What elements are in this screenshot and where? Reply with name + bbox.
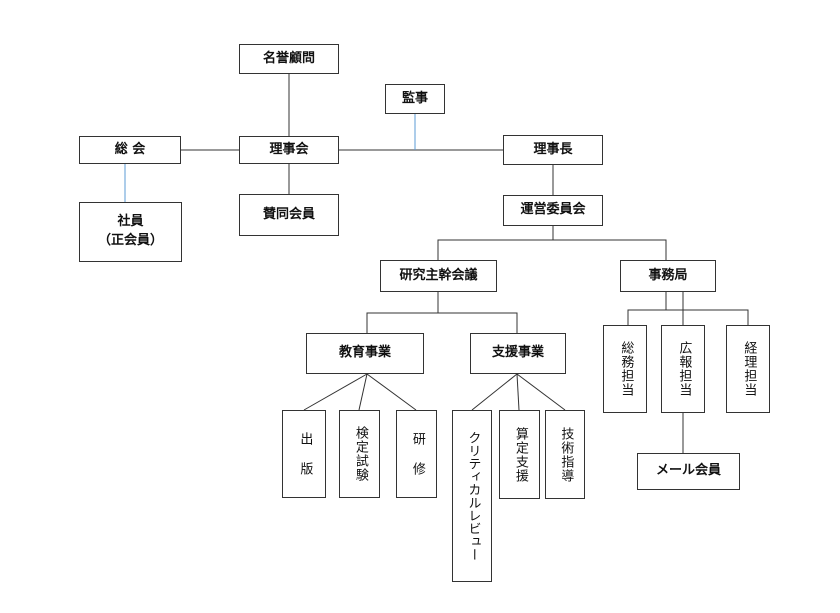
education-box: 教育事業 bbox=[306, 333, 424, 374]
line-research-branch bbox=[366, 292, 439, 333]
public-relations-box: 広報担当 bbox=[661, 325, 705, 413]
line-research-support bbox=[438, 312, 518, 333]
line-education-training bbox=[366, 373, 417, 411]
certification-exam-box: 検定試験 bbox=[339, 410, 380, 498]
line-education-exam bbox=[358, 373, 368, 411]
line-secretariat-accounting bbox=[666, 309, 749, 325]
honorary-advisor-box: 名誉顧問 bbox=[239, 44, 339, 74]
members-box: 社員 （正会員） bbox=[79, 202, 182, 262]
line-support-guidance bbox=[516, 373, 566, 411]
steering-committee-box: 運営委員会 bbox=[503, 195, 603, 226]
training-box: 研 修 bbox=[396, 410, 437, 498]
general-meeting-box: 総 会 bbox=[79, 136, 181, 164]
technical-guidance-box: 技術指導 bbox=[545, 410, 585, 499]
line-secretariat-branch bbox=[627, 292, 667, 325]
board-box: 理事会 bbox=[239, 136, 339, 164]
line-education-publishing bbox=[303, 373, 368, 411]
estimation-support-box: 算定支援 bbox=[499, 410, 540, 499]
accounting-box: 経理担当 bbox=[726, 325, 770, 413]
line-steering-secretariat bbox=[553, 239, 667, 260]
chairman-box: 理事長 bbox=[503, 135, 603, 165]
general-affairs-box: 総務担当 bbox=[603, 325, 647, 413]
publishing-box: 出 版 bbox=[282, 410, 326, 498]
line-support-review bbox=[471, 373, 518, 411]
critical-review-box: クリティカルレビュー bbox=[452, 410, 492, 582]
mail-members-box: メール会員 bbox=[637, 453, 740, 490]
auditor-box: 監事 bbox=[385, 84, 445, 114]
research-council-box: 研究主幹会議 bbox=[380, 260, 497, 292]
supporting-members-box: 賛同会員 bbox=[239, 194, 339, 236]
line-support-estimation bbox=[516, 373, 520, 411]
support-box: 支援事業 bbox=[470, 333, 566, 374]
line-steering-branch bbox=[437, 226, 554, 260]
secretariat-box: 事務局 bbox=[620, 260, 716, 292]
